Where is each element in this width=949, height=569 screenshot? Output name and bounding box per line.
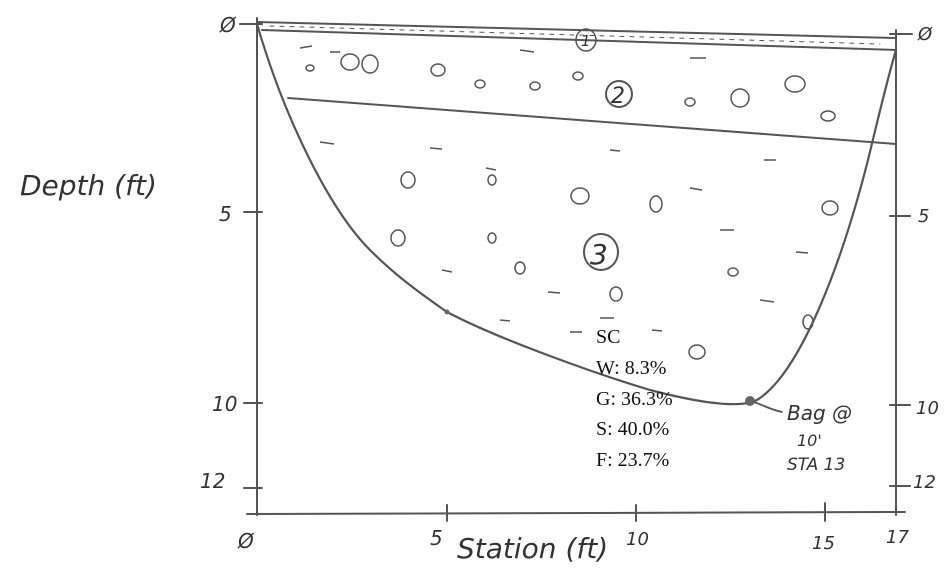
x-axis-title: Station (ft) <box>457 532 608 565</box>
layer-2-bottom-line <box>287 97 897 145</box>
gravel-stone <box>305 64 315 72</box>
gravel-stone <box>727 267 739 277</box>
sample-label-line3: STA 13 <box>787 455 845 475</box>
left-tick-label-12: 12 <box>200 469 225 493</box>
sample-label-line1: Bag @ <box>787 401 852 425</box>
right-ticks: Ø 5 10 12 <box>889 24 939 493</box>
gravel-stone <box>361 54 379 74</box>
left-tick-label-0: Ø <box>219 13 237 37</box>
gravel-stone <box>487 174 497 186</box>
left-tick-label-10: 10 <box>212 392 237 416</box>
gravel-pattern <box>299 45 839 360</box>
excavation-outline <box>255 22 898 406</box>
left-ticks: Ø 5 10 12 <box>200 13 263 493</box>
gravel-stone <box>688 344 706 360</box>
sample-leader-line <box>753 401 783 413</box>
gravel-stone <box>821 200 839 216</box>
gravel-stone <box>529 81 541 91</box>
gravel-stone <box>474 79 486 89</box>
gravel-stone <box>730 88 750 108</box>
layer-2-marker <box>605 80 633 108</box>
y-axis-title: Depth (ft) <box>20 169 157 202</box>
right-tick-label-12: 12 <box>913 472 936 493</box>
layer-2-label: 2 <box>611 84 625 109</box>
profile-point <box>444 309 450 315</box>
left-tick-label-5: 5 <box>219 202 232 226</box>
sample-point <box>745 396 755 406</box>
right-tick-label-5: 5 <box>918 206 929 227</box>
gravel-stone <box>649 195 663 213</box>
gravel-stone <box>802 314 814 330</box>
classification-text: SC <box>596 326 620 348</box>
gravel-stone <box>390 229 406 247</box>
bottom-tick-label-10: 10 <box>626 529 649 550</box>
gravel-stone <box>784 75 806 93</box>
gravel-stone <box>570 187 590 205</box>
bottom-tick-label-17: 17 <box>886 527 909 548</box>
right-tick-label-0: Ø <box>917 24 933 45</box>
layer-3-label: 3 <box>590 238 608 271</box>
gravel-stone <box>340 53 360 71</box>
gravel-stone <box>430 63 446 77</box>
gravel-percent-text: G: 36.3% <box>596 388 673 410</box>
layer-1-top-line <box>256 21 897 39</box>
right-tick-label-10: 10 <box>916 398 939 419</box>
gravel-stone <box>609 286 623 302</box>
bottom-tick-label-5: 5 <box>430 526 443 550</box>
gravel-stone <box>514 261 526 275</box>
gravel-stone <box>572 71 584 81</box>
sand-percent-text: S: 40.0% <box>596 418 669 440</box>
layer-1-label: 1 <box>581 32 591 50</box>
gravel-stone <box>684 97 696 107</box>
fines-percent-text: F: 23.7% <box>596 449 669 471</box>
bottom-tick-label-0: Ø <box>237 529 255 553</box>
sample-label-line2: 10' <box>797 431 822 450</box>
water-content-text: W: 8.3% <box>596 357 666 379</box>
gravel-stone <box>487 232 497 244</box>
bottom-ticks: Ø 5 10 15 17 <box>237 502 909 554</box>
layer-1-hatching <box>269 25 881 45</box>
gravel-stone <box>820 110 836 122</box>
gravel-stone <box>400 171 416 189</box>
layer-1-marker <box>575 28 597 52</box>
sand-dashes <box>299 45 809 333</box>
bottom-axis-line <box>246 511 906 515</box>
bottom-tick-label-15: 15 <box>812 533 835 554</box>
layer-3-marker <box>583 233 619 271</box>
lab-results: SC W: 8.3% G: 36.3% S: 40.0% F: 23.7% <box>596 326 673 471</box>
layer-1-bottom-line <box>261 29 897 51</box>
